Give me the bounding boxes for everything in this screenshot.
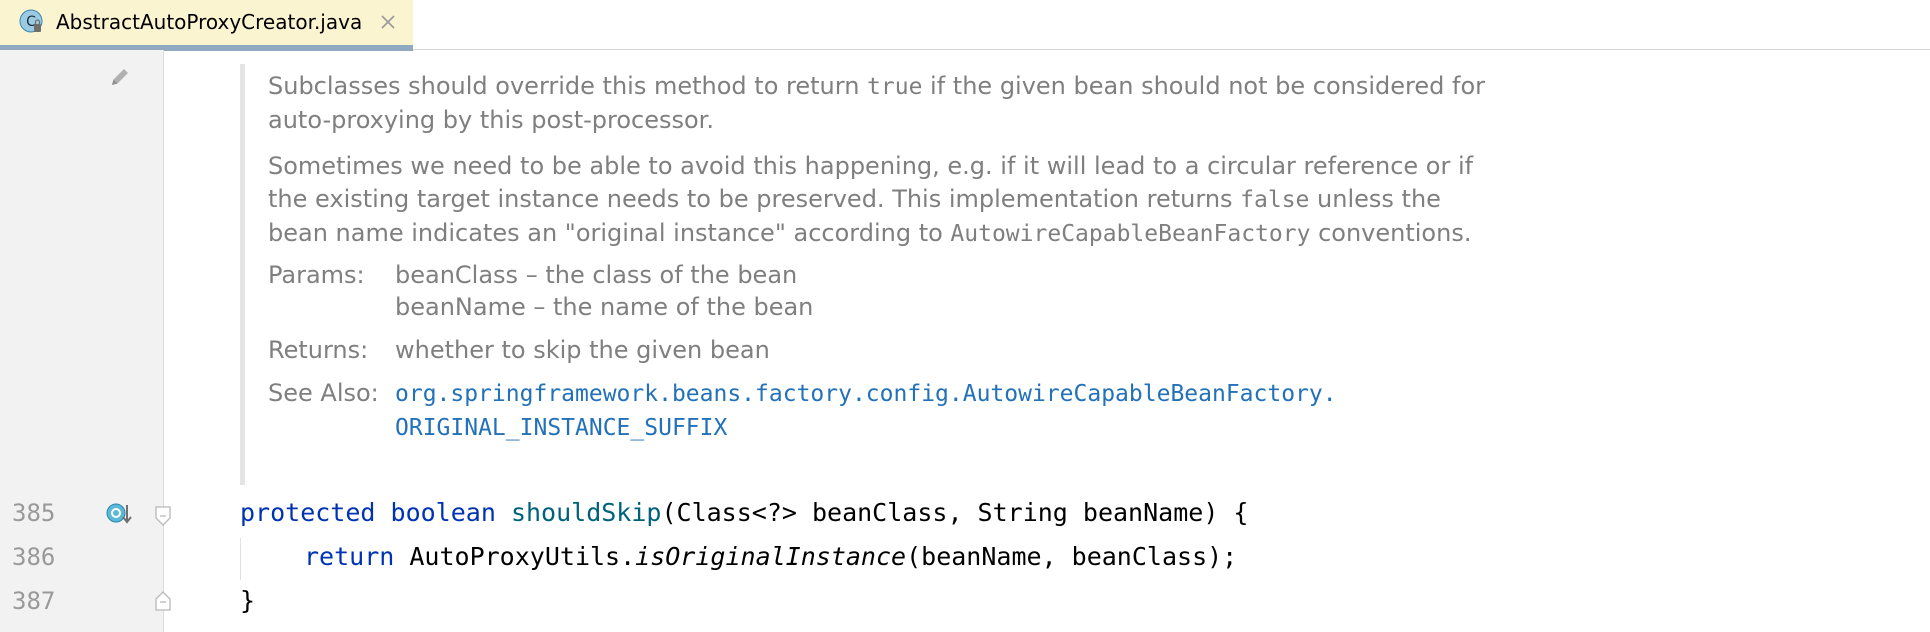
- class-icon-letter: C: [26, 14, 36, 30]
- doc-params: Params: beanClass – the class of the bea…: [268, 259, 1508, 323]
- params-label: Params:: [268, 261, 365, 289]
- active-tab-indicator: [0, 45, 413, 51]
- doc-inline-code: AutowireCapableBeanFactory: [950, 221, 1311, 247]
- edit-pencil-icon[interactable]: [107, 64, 133, 90]
- line-number: 386: [12, 543, 56, 571]
- code-line-385[interactable]: protected boolean shouldSkip(Class<?> be…: [240, 498, 1248, 528]
- method-signature: (Class<?> beanClass, String beanName) {: [661, 498, 1249, 527]
- doc-comment-bar: [240, 64, 245, 485]
- see-also-link-line[interactable]: org.springframework.beans.factory.config…: [395, 381, 1337, 407]
- fold-marker-icon[interactable]: [154, 505, 172, 527]
- line-number: 385: [12, 499, 56, 527]
- static-method-call: isOriginalInstance: [635, 542, 907, 571]
- gutter-divider: [163, 50, 164, 632]
- param-description: beanClass – the class of the bean: [395, 261, 798, 289]
- returns-label: Returns:: [268, 336, 369, 364]
- call-arguments: (beanName, beanClass);: [906, 542, 1238, 571]
- editor-gutter[interactable]: [0, 50, 164, 632]
- param-description: beanName – the name of the bean: [395, 293, 814, 321]
- editor-tab-bar: C AbstractAutoProxyCreator.java: [0, 0, 1930, 51]
- indent-guide: [240, 538, 241, 580]
- fold-end-marker-icon[interactable]: [154, 590, 172, 612]
- returns-description: whether to skip the given bean: [395, 336, 770, 364]
- rendered-doc-comment: Subclasses should override this method t…: [268, 70, 1508, 445]
- code-line-386[interactable]: return AutoProxyUtils.isOriginalInstance…: [304, 542, 1237, 572]
- editor-tab[interactable]: C AbstractAutoProxyCreator.java: [0, 0, 413, 51]
- java-class-icon: C: [19, 9, 43, 33]
- doc-description: Sometimes we need to be able to avoid th…: [268, 152, 1474, 247]
- keyword: protected: [240, 498, 376, 527]
- doc-inline-code: false: [1240, 187, 1310, 213]
- closing-brace: }: [240, 586, 256, 615]
- tab-title: AbstractAutoProxyCreator.java: [56, 10, 363, 34]
- keyword: return: [304, 542, 395, 571]
- close-icon[interactable]: [378, 12, 398, 32]
- see-also-link[interactable]: org.springframework.beans.factory.config…: [395, 377, 1508, 445]
- class-reference: AutoProxyUtils.: [409, 542, 636, 571]
- overrides-method-icon[interactable]: [104, 499, 134, 529]
- keyword: boolean: [390, 498, 496, 527]
- see-also-label: See Also:: [268, 379, 379, 407]
- see-also-link-line[interactable]: ORIGINAL_INSTANCE_SUFFIX: [395, 415, 728, 441]
- doc-see-also: See Also: org.springframework.beans.fact…: [268, 377, 1508, 445]
- doc-summary: Subclasses should override this method t…: [268, 72, 1486, 134]
- doc-returns: Returns: whether to skip the given bean: [268, 334, 1508, 366]
- method-name: shouldSkip: [510, 498, 662, 527]
- code-line-387[interactable]: }: [240, 586, 255, 616]
- doc-inline-code: true: [867, 74, 923, 100]
- line-number: 387: [12, 587, 56, 615]
